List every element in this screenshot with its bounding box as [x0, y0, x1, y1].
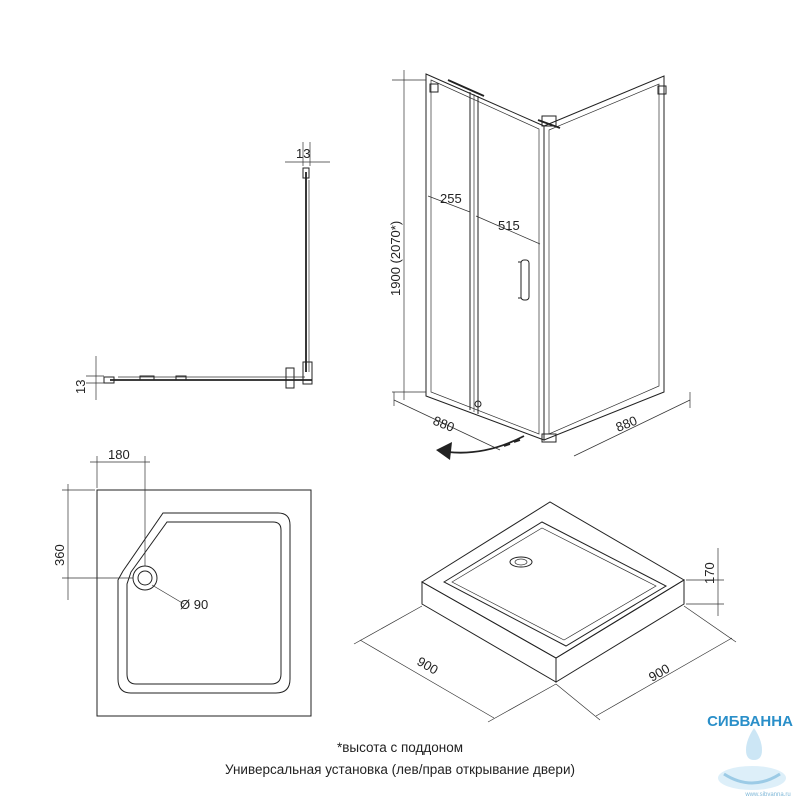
dim-fixed-panel: 255: [440, 191, 462, 206]
dim-door-opening: 515: [498, 218, 520, 233]
sibvanna-logo: СИБВАННА www.sibvanna.ru: [707, 713, 793, 798]
dim-left-13: 13: [73, 380, 88, 394]
dim-depth-left: 880: [431, 413, 457, 435]
dim-tray-width-right: 900: [646, 661, 672, 685]
door-swing-arrow-icon: [447, 435, 525, 454]
install-note: Универсальная установка (лев/прав открыв…: [225, 762, 575, 777]
logo-brand: СИБВАННА: [707, 713, 793, 730]
dim-height: 1900 (2070*): [388, 221, 403, 296]
height-note: *высота с поддоном: [336, 740, 464, 755]
logo-url: www.sibvanna.ru: [744, 792, 790, 798]
enclosure-3d-view: 1900 (2070*) 255 515 880 880: [388, 70, 691, 460]
dim-drain-diameter: Ø 90: [180, 597, 208, 612]
tray-3d-view: 900 900 170: [353, 501, 737, 723]
enclosure-top-view: 13 13: [73, 142, 330, 400]
dim-tray-height: 170: [702, 562, 717, 584]
dim-corner-y: 360: [52, 544, 67, 566]
dim-depth-right: 880: [614, 413, 640, 435]
dim-top-13: 13: [296, 146, 310, 161]
dim-corner-x: 180: [108, 447, 130, 462]
tray-plan-view: Ø 90 180 360: [52, 447, 312, 717]
